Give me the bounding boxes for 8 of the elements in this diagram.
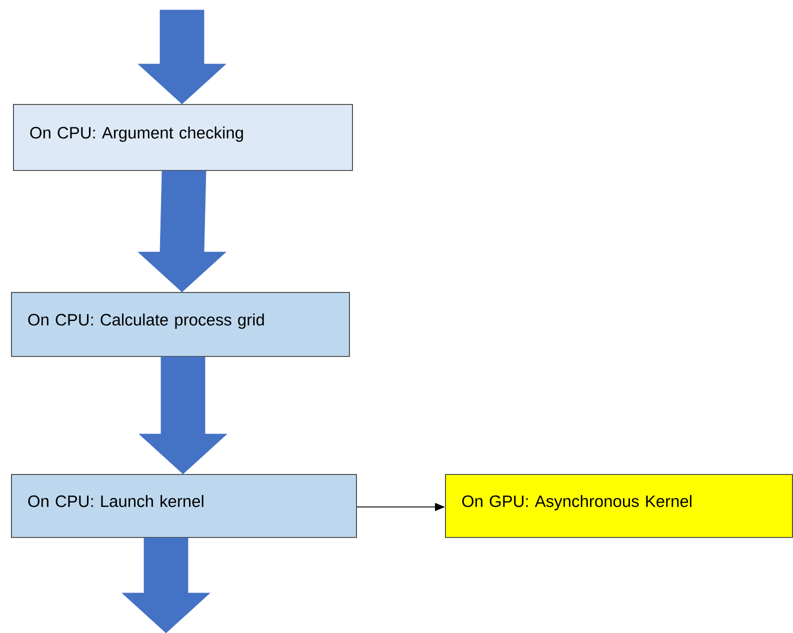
process-box: On GPU: Asynchronous Kernel — [445, 474, 793, 538]
block-arrow — [138, 170, 226, 292]
block-arrow — [138, 10, 226, 104]
process-box: On CPU: Calculate process grid — [11, 292, 350, 357]
process-box: On CPU: Argument checking — [13, 104, 353, 171]
process-box: On CPU: Launch kernel — [11, 474, 357, 538]
block-arrow — [122, 538, 210, 633]
block-arrow — [138, 356, 228, 474]
